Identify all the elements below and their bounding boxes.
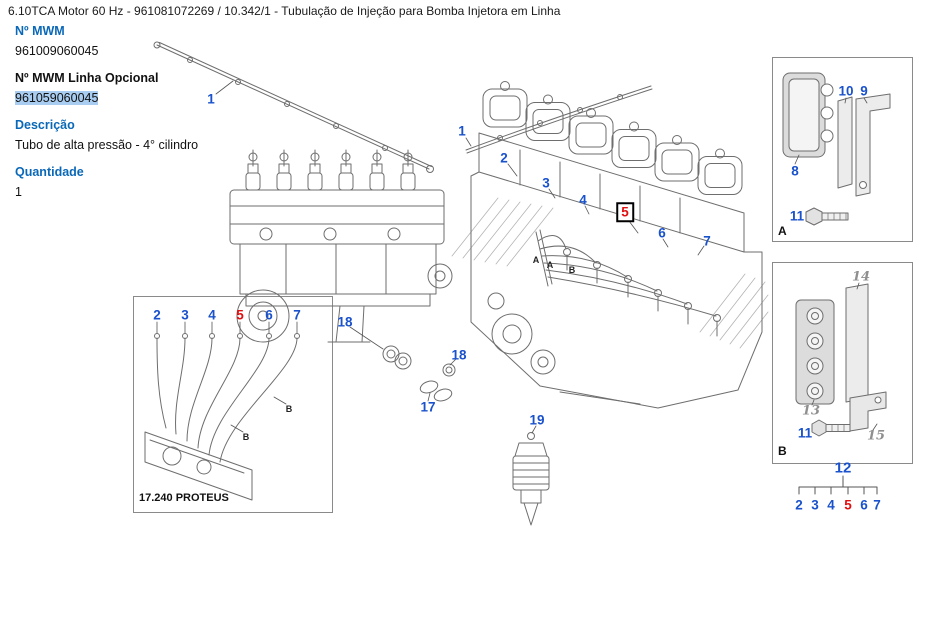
inset-callout-4[interactable]: 4 bbox=[208, 307, 216, 323]
assembly-mark-a2: A bbox=[546, 260, 554, 270]
group-child-7[interactable]: 7 bbox=[873, 497, 881, 513]
callout-12[interactable]: 12 bbox=[834, 459, 852, 477]
inset-mark-b1: B bbox=[242, 432, 250, 442]
callout-2[interactable]: 2 bbox=[500, 150, 508, 166]
inset-callout-6[interactable]: 6 bbox=[265, 307, 273, 323]
callout-8[interactable]: 8 bbox=[791, 163, 799, 179]
inset-callout-3[interactable]: 3 bbox=[181, 307, 189, 323]
part-info-panel: Nº MWM 961009060045 Nº MWM Linha Opciona… bbox=[15, 24, 265, 199]
injector-nozzle-drawing bbox=[512, 432, 550, 526]
group-child-3[interactable]: 3 bbox=[811, 497, 819, 513]
assembly-mark-a1: A bbox=[532, 255, 540, 265]
hatch-lines bbox=[451, 197, 769, 349]
callout-14[interactable]: 14 bbox=[851, 269, 871, 285]
inset-callout-5[interactable]: 5 bbox=[236, 307, 244, 323]
callout-1[interactable]: 1 bbox=[207, 91, 215, 107]
callout-18b[interactable]: 18 bbox=[451, 347, 467, 363]
callout-9[interactable]: 9 bbox=[860, 83, 868, 99]
mwm-optional-value[interactable]: 961059060045 bbox=[15, 91, 99, 105]
inset-callout-7[interactable]: 7 bbox=[293, 307, 301, 323]
engine-block-drawing bbox=[465, 81, 763, 409]
detail-b-drawing bbox=[795, 282, 887, 437]
group-child-6[interactable]: 6 bbox=[860, 497, 868, 513]
callout-13[interactable]: 13 bbox=[801, 403, 821, 419]
callout-1b[interactable]: 1 bbox=[458, 123, 466, 139]
detail-b-label: B bbox=[778, 444, 787, 458]
fuel-pipe-drawing bbox=[153, 41, 434, 173]
description-value: Tubo de alta pressão - 4° cilindro bbox=[15, 138, 199, 152]
inset-callout-2[interactable]: 2 bbox=[153, 307, 161, 323]
group-child-4[interactable]: 4 bbox=[827, 497, 835, 513]
clamp-parts-drawing bbox=[382, 345, 456, 402]
injection-pump-drawing bbox=[229, 149, 453, 343]
inset-box bbox=[133, 296, 333, 513]
group-bracket bbox=[798, 475, 878, 495]
callout-19[interactable]: 19 bbox=[529, 412, 545, 428]
callout-5-selected[interactable]: 5 bbox=[616, 202, 634, 222]
group-child-2[interactable]: 2 bbox=[795, 497, 803, 513]
leader-lines bbox=[215, 80, 705, 434]
mwm-number-value: 961009060045 bbox=[15, 44, 99, 58]
callout-11b[interactable]: 11 bbox=[797, 425, 813, 441]
callout-4[interactable]: 4 bbox=[579, 192, 587, 208]
quantity-value: 1 bbox=[15, 185, 22, 199]
callout-3[interactable]: 3 bbox=[542, 175, 550, 191]
inset-caption: 17.240 PROTEUS bbox=[139, 492, 229, 504]
callout-11[interactable]: 11 bbox=[789, 208, 805, 224]
callout-7[interactable]: 7 bbox=[703, 233, 711, 249]
page-title: 6.10TCA Motor 60 Hz - 961081072269 / 10.… bbox=[8, 4, 561, 18]
callout-6[interactable]: 6 bbox=[658, 225, 666, 241]
quantity-label: Quantidade bbox=[15, 165, 84, 179]
mwm-optional-label: Nº MWM Linha Opcional bbox=[15, 71, 159, 85]
inset-drawing bbox=[144, 321, 300, 501]
group-child-5[interactable]: 5 bbox=[844, 497, 852, 513]
description-label: Descrição bbox=[15, 118, 75, 132]
callout-17[interactable]: 17 bbox=[420, 399, 436, 415]
callout-15[interactable]: 15 bbox=[866, 428, 886, 444]
callout-10[interactable]: 10 bbox=[838, 83, 854, 99]
detail-a-label: A bbox=[778, 224, 787, 238]
assembly-mark-b1: B bbox=[568, 265, 576, 275]
inset-mark-b2: B bbox=[285, 404, 293, 414]
callout-18[interactable]: 18 bbox=[337, 314, 353, 330]
mwm-number-label: Nº MWM bbox=[15, 24, 65, 38]
detail-a-drawing bbox=[782, 72, 891, 226]
